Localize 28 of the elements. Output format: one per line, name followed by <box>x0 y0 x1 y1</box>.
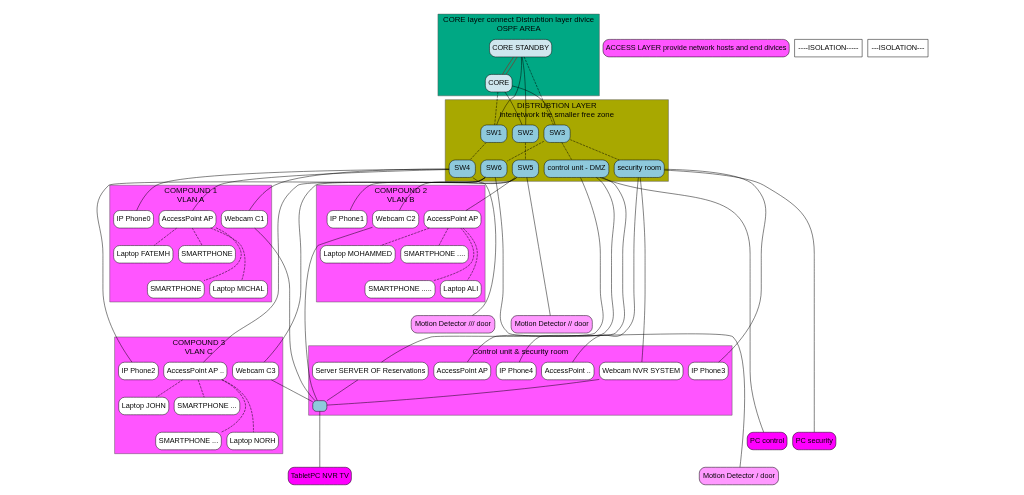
connector <box>639 177 645 363</box>
connector <box>524 142 526 161</box>
connector <box>471 177 496 316</box>
node-box <box>312 400 327 412</box>
connector <box>663 169 766 363</box>
connector <box>380 177 603 363</box>
connector <box>663 169 815 433</box>
connector <box>493 91 498 126</box>
connector <box>495 56 522 126</box>
connector <box>504 91 522 126</box>
connector <box>191 169 449 211</box>
connector <box>96 177 485 363</box>
connector <box>561 142 572 161</box>
connector <box>526 177 551 316</box>
connector <box>465 177 515 211</box>
connector <box>398 177 517 211</box>
connector <box>135 169 449 211</box>
connector <box>511 85 555 126</box>
connector <box>466 177 614 363</box>
connector <box>248 168 449 211</box>
connector <box>506 141 544 162</box>
connector <box>571 177 639 363</box>
connector <box>523 56 554 126</box>
connector <box>349 177 517 211</box>
connector <box>253 227 315 401</box>
connector <box>518 177 626 363</box>
connector <box>521 56 526 126</box>
connector <box>202 177 485 363</box>
